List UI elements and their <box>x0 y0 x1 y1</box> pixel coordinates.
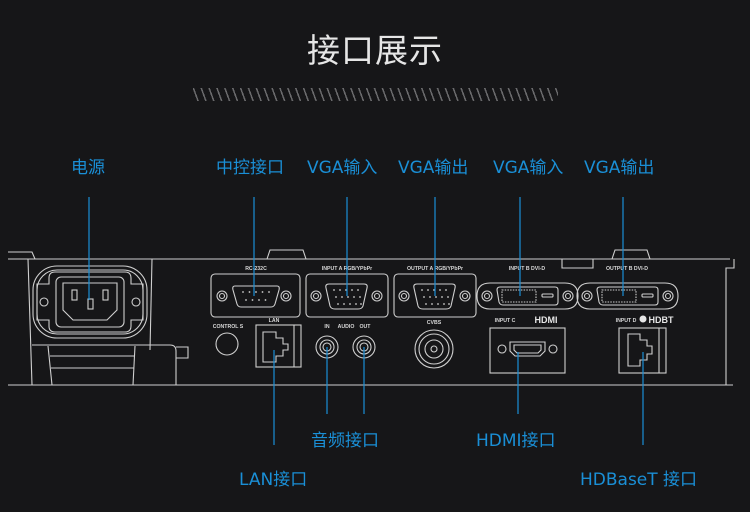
panel-text-lan: LAN <box>269 318 280 324</box>
chassis-outline <box>8 249 735 386</box>
panel-text-audio: AUDIO <box>338 324 355 330</box>
panel-text-audio-out: OUT <box>360 324 372 330</box>
label-lan-port: LAN接口 <box>239 470 308 490</box>
panel-text-cvbs: CVBS <box>427 320 442 326</box>
power-inlet <box>32 265 148 339</box>
dvi-input-b-port <box>476 282 579 310</box>
page-title: 接口展示 <box>307 31 443 70</box>
panel-text-control-s: CONTROL S <box>213 324 244 330</box>
label-audio-port: 音频接口 <box>311 431 379 451</box>
panel-text-input-c: INPUT C <box>495 318 516 324</box>
panel-text-output-b: OUTPUT B DVI-D <box>606 266 648 272</box>
svg-text:HDBT: HDBT <box>649 315 674 325</box>
vga-pins <box>333 289 450 305</box>
rs232c-pins <box>242 291 270 301</box>
panel-text-rc232c: RC-232C <box>245 266 267 272</box>
label-vga-output-b: VGA输出 <box>584 158 655 178</box>
label-hdbaset-port: HDBaseT 接口 <box>580 470 698 490</box>
label-hdmi-port: HDMI接口 <box>476 431 556 451</box>
hdbaset-logo: HDBT <box>639 315 674 325</box>
cvbs-bnc-jack <box>414 329 454 369</box>
hdmi-port <box>489 327 566 374</box>
panel-text-audio-in: IN <box>324 324 329 330</box>
hdmi-logo: HDMI <box>535 315 558 325</box>
title-divider-stripes <box>193 88 558 101</box>
label-control-port: 中控接口 <box>216 158 284 178</box>
label-vga-input-a: VGA输入 <box>307 158 378 178</box>
callout-lines <box>88 197 644 445</box>
rs232c-port <box>210 273 301 318</box>
control-s-jack <box>215 332 239 356</box>
lan-port <box>255 324 302 368</box>
label-vga-output-a: VGA输出 <box>398 158 469 178</box>
dvi-output-b-port <box>576 282 679 310</box>
panel-text-input-b: INPUT B DVI-D <box>509 266 546 272</box>
panel-text-input-d: INPUT D <box>616 318 637 324</box>
label-power: 电源 <box>71 158 105 178</box>
label-vga-input-b: VGA输入 <box>493 158 564 178</box>
